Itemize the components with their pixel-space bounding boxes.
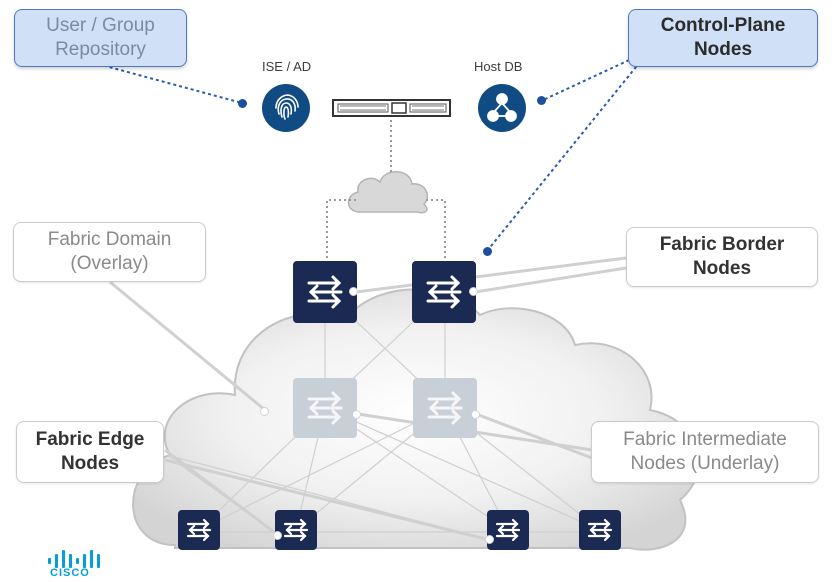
fingerprint-icon <box>262 84 310 132</box>
fabric-border-nodes-callout: Fabric Border Nodes <box>626 227 818 287</box>
edge-node-switch-icon <box>487 510 529 550</box>
border-node-switch-icon <box>293 261 357 323</box>
connector-dot <box>349 287 358 296</box>
callout-text: User / Group Repository <box>46 15 155 60</box>
callout-text: Control-Plane Nodes <box>660 15 786 60</box>
connector-dot <box>469 287 478 296</box>
control-plane-nodes-callout: Control-Plane Nodes <box>628 9 818 67</box>
connector-dot <box>238 99 247 108</box>
host-db-label: Host DB <box>474 59 523 74</box>
connector-dot <box>537 96 546 105</box>
connector-dot <box>260 407 269 416</box>
callout-text: Fabric Intermediate Nodes (Underlay) <box>623 429 787 474</box>
ise-ad-label: ISE / AD <box>262 59 312 74</box>
connector-dot <box>483 247 492 256</box>
wan-links <box>326 120 446 262</box>
connector-dot <box>485 535 494 544</box>
connector-dot <box>471 410 480 419</box>
cisco-wordmark: CISCO <box>50 567 90 579</box>
intermediate-node-switch-icon <box>413 378 477 438</box>
edge-node-switch-icon <box>178 510 220 550</box>
connector-dot <box>352 410 361 419</box>
edge-node-switch-icon <box>579 510 621 550</box>
user-group-repository-callout: User / Group Repository <box>14 9 187 67</box>
callout-text: Fabric Domain (Overlay) <box>47 229 172 274</box>
connector-dot <box>273 531 282 540</box>
wan-cloud-icon <box>347 171 429 214</box>
blue-connectors <box>97 54 641 252</box>
fabric-domain-callout: Fabric Domain (Overlay) <box>13 222 206 282</box>
edge-node-switch-icon <box>275 510 317 550</box>
hierarchy-icon <box>478 84 526 132</box>
server-appliance-icon <box>332 99 451 117</box>
cisco-logo: CISCO <box>46 548 106 580</box>
intermediate-node-switch-icon <box>293 378 357 438</box>
callout-text: Fabric Edge Nodes <box>35 429 145 474</box>
callout-leaders <box>109 256 627 542</box>
fabric-edge-nodes-callout: Fabric Edge Nodes <box>16 421 164 483</box>
callout-text: Fabric Border Nodes <box>659 234 785 279</box>
border-node-switch-icon <box>412 261 476 323</box>
fabric-intermediate-nodes-callout: Fabric Intermediate Nodes (Underlay) <box>591 421 819 483</box>
